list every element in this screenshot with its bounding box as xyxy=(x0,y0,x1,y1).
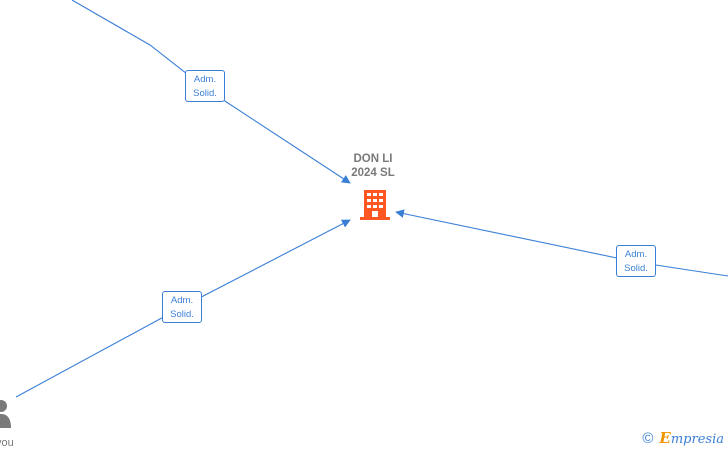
edge-line-top-left xyxy=(71,0,351,184)
edge-role-label[interactable]: Adm. Solid. xyxy=(162,291,202,323)
person-icon[interactable] xyxy=(0,398,12,430)
empresia-watermark: © Empresia xyxy=(642,429,724,447)
copyright-symbol: © xyxy=(642,429,654,447)
building-icon[interactable] xyxy=(358,188,392,222)
edge-role-line2: Solid. xyxy=(624,263,648,274)
edge-role-line1: Adm. xyxy=(170,295,194,306)
company-name-line2: 2024 SL xyxy=(351,167,395,179)
brand-rest: mpresia xyxy=(670,432,724,447)
edge-line-right xyxy=(395,209,728,277)
edge-role-label[interactable]: Adm. Solid. xyxy=(185,70,225,102)
edge-role-label[interactable]: Adm. Solid. xyxy=(616,245,656,277)
company-name[interactable]: DON LI 2024 SL xyxy=(330,152,416,180)
person-name[interactable]: you xyxy=(0,437,14,449)
edge-role-line2: Solid. xyxy=(170,309,194,320)
edge-role-line2: Solid. xyxy=(193,88,217,99)
brand-logo: Empresia xyxy=(659,429,724,447)
brand-initial: E xyxy=(659,429,671,447)
company-name-line1: DON LI xyxy=(353,153,393,165)
edge-role-line1: Adm. xyxy=(624,249,648,260)
edge-role-line1: Adm. xyxy=(193,74,217,85)
